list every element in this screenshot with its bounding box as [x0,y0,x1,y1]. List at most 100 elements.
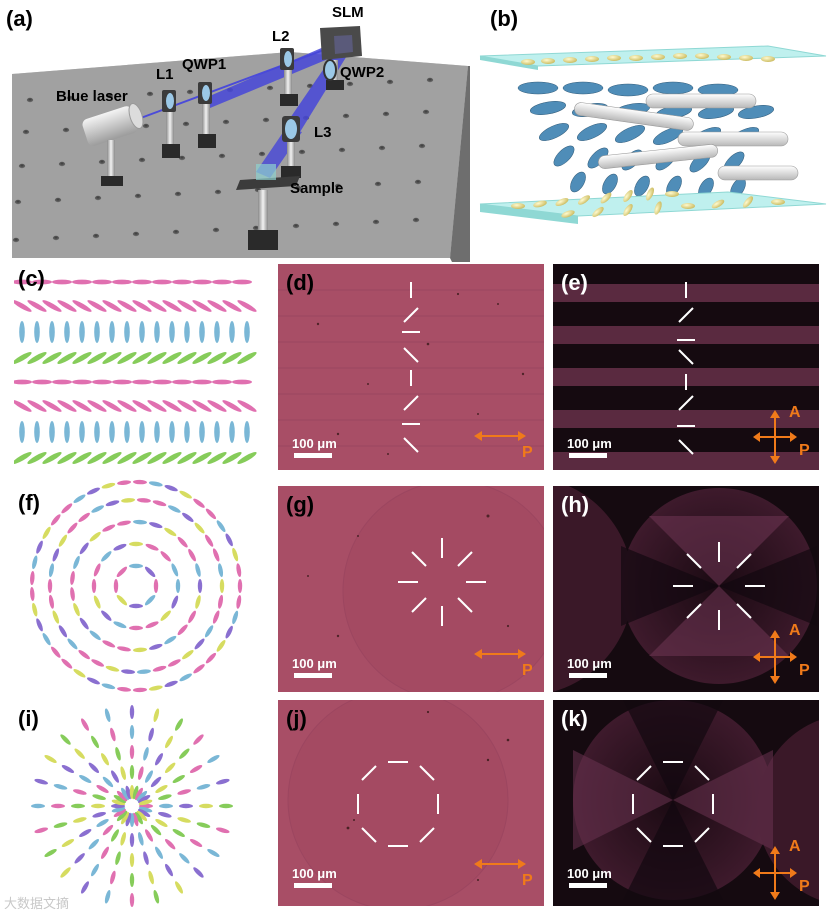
lc-molecule [101,682,116,690]
lc-molecule [31,804,45,808]
lc-molecule [199,804,213,808]
lc-molecule [112,280,132,285]
lc-molecule [215,826,230,834]
lc-molecule [152,499,167,507]
lc-molecule [149,685,164,692]
lc-molecule [51,804,65,808]
lc-molecule [132,280,152,285]
lc-molecule [51,610,60,625]
lc-molecule [187,548,198,562]
lc-molecule [109,870,117,885]
lc-molecule [121,498,135,504]
lc-molecule [217,563,224,578]
lc-molecule [109,421,115,443]
lc-molecule [53,821,68,829]
lc-molecule [164,838,177,851]
lc-molecule [192,663,206,675]
label-qwp1: QWP1 [182,56,226,73]
lc-molecule [66,521,79,534]
scale-bar-label-h: 100 μm [567,656,612,671]
lc-molecule [80,717,91,731]
lc-molecule [133,480,147,485]
lc-molecule [244,421,250,443]
lc-molecule [121,669,135,675]
label-sample: Sample [290,180,343,197]
lc-molecule [244,321,250,343]
polarizer-label-d: P [522,444,533,462]
lc-molecule [163,634,177,645]
polarizer-label-e: P [799,442,810,460]
lc-molecule [152,889,160,904]
lc-molecule [90,735,101,749]
lc-molecule [178,747,191,760]
lc-molecule [92,280,112,285]
lc-molecule [193,637,206,650]
lc-molecule [176,536,189,549]
lc-molecule [192,380,212,385]
lc-molecule [73,852,86,865]
lc-molecule [133,687,147,692]
scale-bar-d [294,453,332,458]
lc-molecule [204,652,217,665]
lc-molecule [229,421,235,443]
lc-molecule [72,493,86,504]
lc-molecule [78,828,92,839]
lc-molecule [129,626,143,630]
lc-molecule [50,645,62,659]
polarizer-arrow-g [474,646,526,662]
lc-molecule [117,686,131,692]
lc-molecule [104,708,112,723]
lc-molecule [71,804,85,808]
lc-molecule [14,380,32,385]
lc-molecule [79,421,85,443]
lc-molecule [59,866,72,879]
lc-molecule [73,816,88,824]
lc-molecule [215,639,227,653]
lc-molecule [100,609,113,622]
lc-molecule [117,645,132,652]
polarizer-arrow-j [474,856,526,872]
lc-molecule [181,511,195,523]
scale-bar-g [294,673,332,678]
lc-molecule [220,579,224,593]
lc-molecule [214,421,220,443]
lc-molecule [101,775,114,788]
lc-molecule [154,421,160,443]
lc-molecule [114,747,122,762]
lc-molecule [176,623,189,636]
label-slm: SLM [332,4,364,21]
lc-molecule [34,421,40,443]
lc-radial-pattern [24,698,240,914]
lc-molecule [154,321,160,343]
lc-molecule [192,866,205,879]
lc-molecule [215,519,227,533]
panel-label-f: (f) [18,490,40,516]
lc-molecule [152,708,160,723]
lc-molecule [176,579,180,593]
scale-bar-j [294,883,332,888]
lc-molecule [110,828,121,842]
lc-molecule [178,672,192,683]
lc-molecule [177,816,192,824]
lc-molecule [193,521,206,534]
lc-molecule [51,548,60,563]
lc-molecule [95,818,109,829]
lc-molecule [192,497,206,509]
lc-molecule [77,511,91,523]
lc-molecule [50,513,62,527]
lc-molecule [60,657,73,670]
lc-molecule [199,321,205,343]
lc-molecule [35,618,44,633]
scale-bar-label-j: 100 μm [292,866,337,881]
panel-label-g: (g) [286,492,314,518]
polarizer-arrow-d [474,428,526,444]
lc-molecule [31,555,38,570]
lc-molecule [95,784,109,795]
lc-molecule [231,610,239,625]
lc-molecule [90,504,104,514]
lc-molecule [130,705,134,719]
lc-molecule [189,838,203,849]
lc-molecule [133,647,147,652]
lc-molecule [110,769,121,783]
lc-molecule [64,321,70,343]
